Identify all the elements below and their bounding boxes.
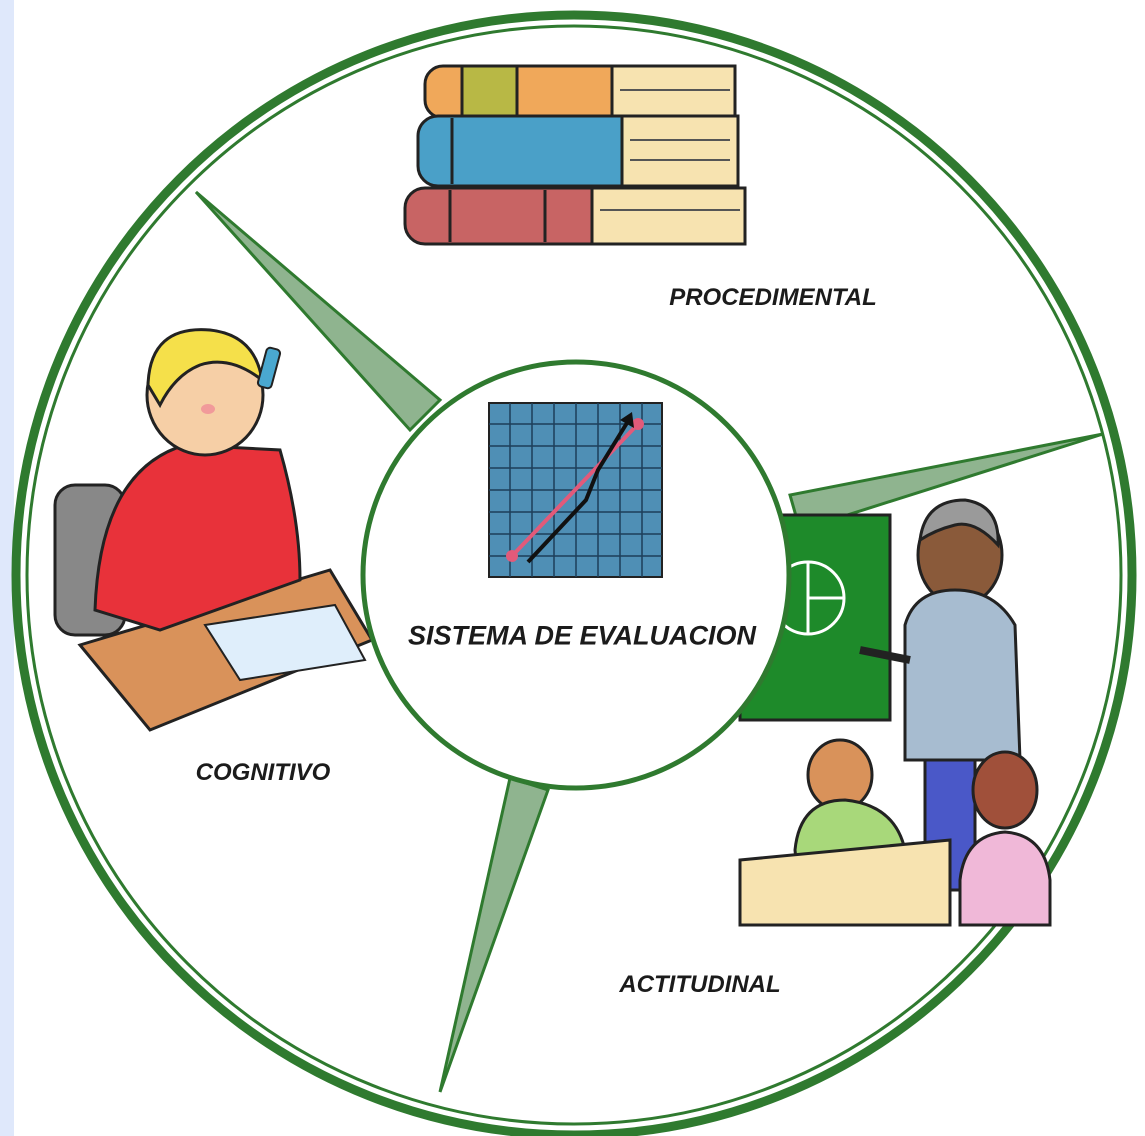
center-label: SISTEMA DE EVALUACION bbox=[407, 620, 757, 651]
segment-label-actitudinal: ACTITUDINAL bbox=[619, 971, 781, 998]
spoke-right bbox=[788, 432, 1104, 532]
graph-icon bbox=[488, 402, 663, 578]
spoke-upper-left bbox=[194, 190, 443, 433]
books-illustration bbox=[403, 64, 747, 246]
student-illustration bbox=[53, 328, 375, 732]
segment-label-cognitivo: COGNITIVO bbox=[195, 759, 331, 786]
teacher-illustration bbox=[738, 498, 1052, 927]
segment-label-procedimental: PROCEDIMENTAL bbox=[669, 284, 877, 311]
inner-ring bbox=[25, 24, 1123, 1126]
